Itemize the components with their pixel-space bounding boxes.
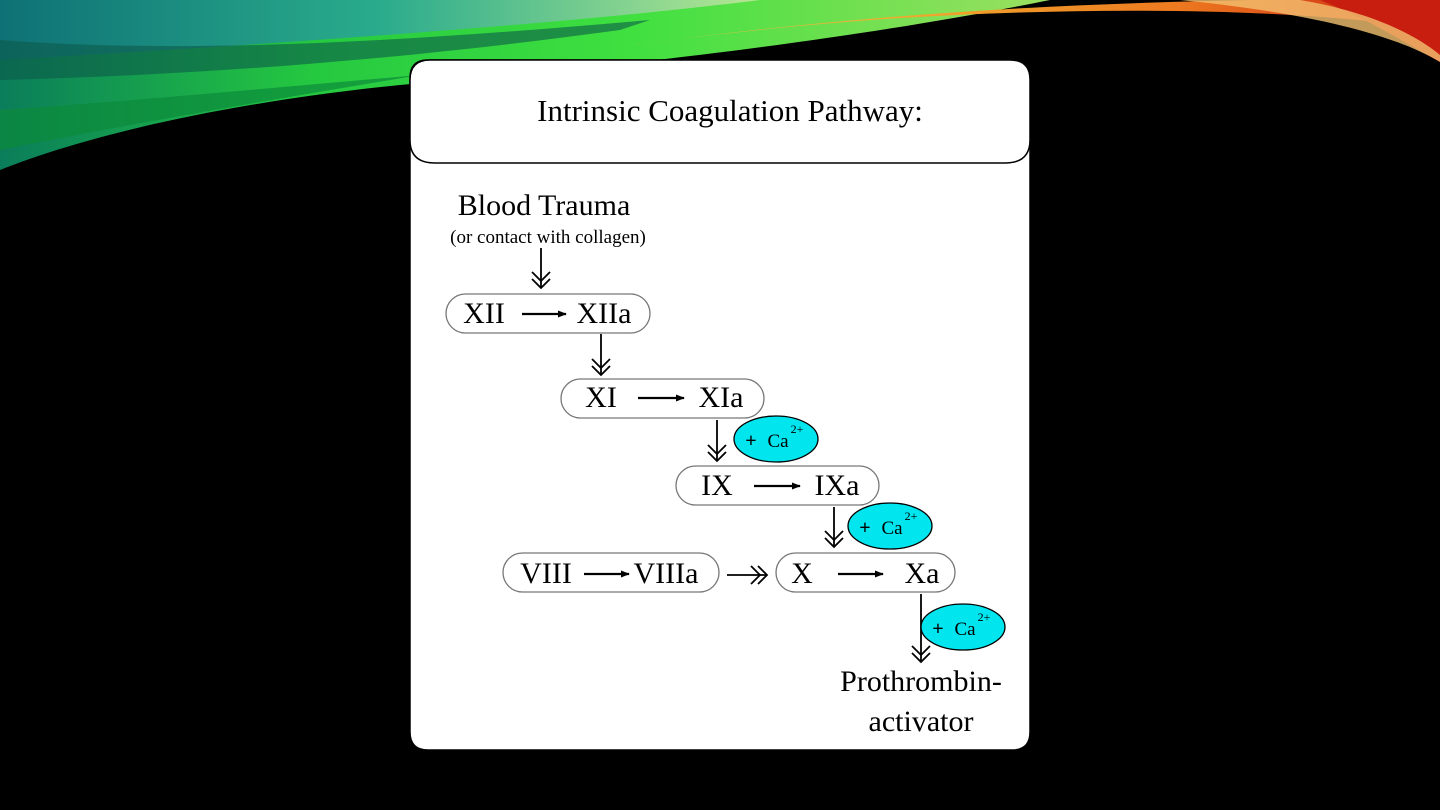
cofactor-viii-to: VIIIa (634, 557, 699, 590)
cascade-arrow-xiia (591, 334, 611, 377)
cascade-arrow-xia (707, 420, 727, 463)
calcium-ion: Ca (767, 431, 789, 452)
calcium-ion: Ca (954, 619, 976, 640)
calcium-charge: 2+ (978, 610, 991, 624)
product-line-2: activator (869, 705, 974, 738)
trigger-note: (or contact with collagen) (450, 227, 646, 248)
step-ix-to: IXa (815, 469, 860, 502)
title-box (409, 59, 1031, 164)
calcium-plus: + (932, 618, 943, 640)
cofactor-viii-from: VIII (520, 557, 572, 590)
cascade-arrows (531, 248, 931, 664)
reaction-pill-x (775, 552, 956, 593)
calcium-plus: + (859, 517, 870, 539)
cascade-arrow-viiia (727, 565, 769, 585)
calcium-plus: + (745, 430, 756, 452)
step-ix-from: IX (701, 469, 733, 502)
step-x-to: Xa (905, 557, 940, 590)
step-xii-to: XIIa (577, 297, 632, 330)
trigger-label: Blood Trauma (458, 189, 631, 222)
step-xi-from: XI (585, 381, 617, 414)
reaction-pill-viii (502, 552, 720, 593)
step-x-from: X (791, 557, 813, 590)
calcium-charge: 2+ (905, 509, 918, 523)
product-line-1: Prothrombin- (840, 665, 1002, 698)
step-xi-to: XIa (699, 381, 744, 414)
calcium-ion: Ca (881, 518, 903, 539)
calcium-badge-2: + Ca 2+ (847, 502, 933, 550)
diagram-title: Intrinsic Coagulation Pathway: (537, 93, 923, 128)
step-xii-from: XII (463, 297, 505, 330)
calcium-charge: 2+ (791, 422, 804, 436)
cascade-arrow-ixa (824, 507, 844, 549)
conversion-arrows (522, 310, 884, 578)
cascade-arrow-trauma (531, 248, 551, 290)
ribbon-decoration (0, 0, 1440, 170)
calcium-badge-1: + Ca 2+ (733, 415, 819, 463)
calcium-badge-3: + Ca 2+ (920, 603, 1006, 651)
